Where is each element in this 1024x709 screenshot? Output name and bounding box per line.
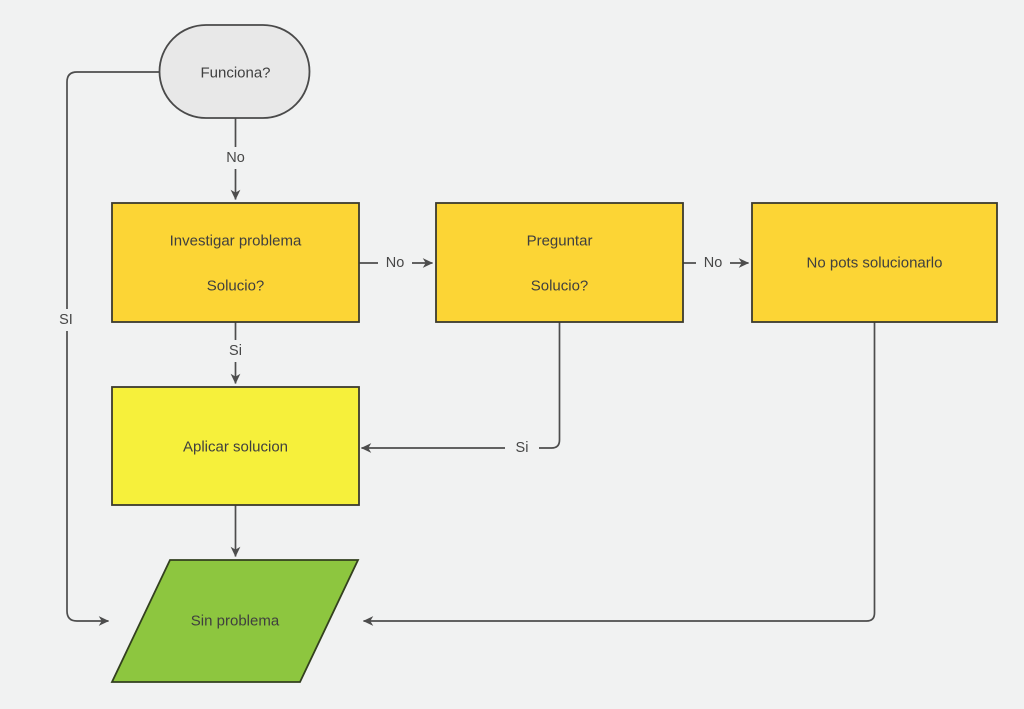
node-aplicar-label: Aplicar solucion	[183, 439, 288, 456]
terminator-shape[interactable]	[158, 24, 311, 119]
process-shape[interactable]	[435, 202, 684, 323]
edge-label-bg	[51, 309, 82, 331]
node-aplicar-solucion[interactable]: Aplicar solucion	[111, 386, 360, 506]
edge-label-investigar-si: Si	[221, 340, 250, 362]
node-investigar-line1: Investigar problema	[170, 233, 302, 250]
node-preguntar[interactable]: Preguntar Solucio?	[435, 202, 684, 323]
edge-label-funciona-no: No	[219, 147, 252, 169]
edge-label-investigar-no: No	[378, 252, 412, 274]
edge-label-text: SI	[59, 312, 73, 328]
edge-no-pots-to-sin-problema	[362, 322, 876, 626]
node-preguntar-line1: Preguntar	[527, 233, 593, 250]
edge-label-text: Si	[229, 343, 242, 359]
edge-preguntar-to-aplicar	[360, 322, 561, 453]
parallelogram-shape[interactable]	[110, 559, 360, 683]
process-shape[interactable]	[751, 202, 998, 323]
edge-label-funciona-si: SI	[51, 309, 82, 331]
node-sin-problema[interactable]: Sin problema	[110, 559, 360, 683]
edge-label-text: No	[704, 255, 723, 271]
edge-label-bg	[696, 252, 730, 274]
node-funciona-label: Funciona?	[200, 65, 270, 82]
node-investigar-problema[interactable]: Investigar problema Solucio?	[111, 202, 360, 323]
edge-label-text: No	[226, 150, 245, 166]
node-no-pots-label: No pots solucionarlo	[807, 255, 943, 272]
edge-label-bg	[221, 340, 250, 362]
edge-funciona-to-sin-problema	[66, 71, 160, 626]
node-no-pots-solucionarlo[interactable]: No pots solucionarlo	[751, 202, 998, 323]
edge-label-bg	[505, 437, 539, 459]
edge-label-text: Si	[516, 440, 529, 456]
edge-label-bg	[378, 252, 412, 274]
process-shape[interactable]	[111, 386, 360, 506]
node-sin-problema-label: Sin problema	[191, 613, 280, 630]
edge-label-preguntar-no: No	[696, 252, 730, 274]
process-shape[interactable]	[111, 202, 360, 323]
node-preguntar-line2: Solucio?	[531, 278, 589, 295]
node-investigar-line2: Solucio?	[207, 278, 265, 295]
edge-label-bg	[219, 147, 252, 169]
node-funciona[interactable]: Funciona?	[158, 24, 311, 119]
edge-label-preguntar-si: Si	[505, 437, 539, 459]
edge-label-text: No	[386, 255, 405, 271]
edge-layer	[66, 71, 876, 626]
